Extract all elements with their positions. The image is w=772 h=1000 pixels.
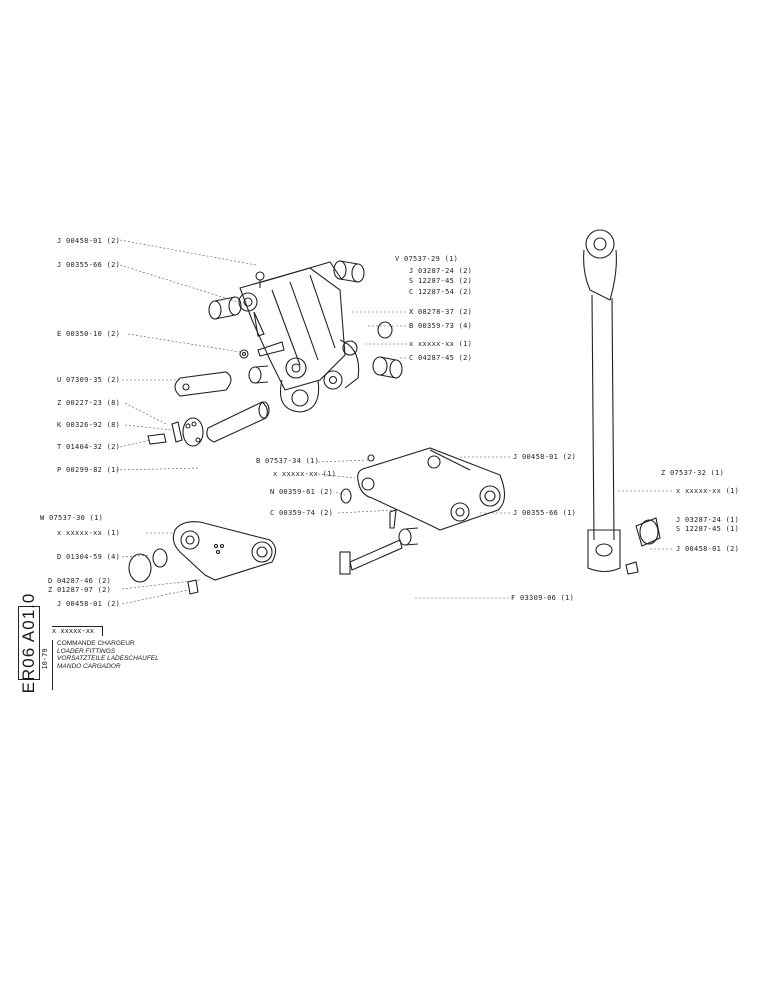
- part-label: C 04287-45 (2): [409, 354, 473, 362]
- part-label: Z 07537-32 (1): [661, 469, 725, 477]
- part-label: B 07537-34 (1): [256, 457, 320, 465]
- title-ref: x xxxxx-xx: [52, 627, 95, 635]
- drawing-code: ER06 A01.0: [18, 592, 40, 694]
- part-label: V 07537-29 (1): [395, 255, 459, 263]
- part-label: D 01304-59 (4): [57, 553, 121, 561]
- part-label: S 12287-45 (2): [409, 277, 473, 285]
- part-label: C 12287-54 (2): [409, 288, 473, 296]
- title-ref-box: [52, 626, 103, 636]
- title-de: VORSATZTEILE LADESCHAUFEL: [57, 655, 159, 662]
- title-block: COMMANDE CHARGEUR LOADER FITTINGS VORSAT…: [52, 640, 193, 690]
- part-label: J 00458-01 (2): [57, 237, 121, 245]
- part-label: T 01404-32 (2): [57, 443, 121, 451]
- part-label: Z 00227-23 (8): [57, 399, 121, 407]
- pin-plate: [147, 371, 270, 447]
- part-label: K 00326-92 (8): [57, 421, 121, 429]
- part-label: N 00359-61 (2): [270, 488, 334, 496]
- part-label: J 00458-01 (2): [676, 545, 740, 553]
- part-label: x xxxxx-xx (1): [273, 470, 337, 478]
- part-label: S 12287-45 (1): [676, 525, 740, 533]
- part-label: J 03287-24 (2): [409, 267, 473, 275]
- part-label: X 08278-37 (2): [409, 308, 473, 316]
- title-en: LOADER FITTINGS: [57, 647, 116, 655]
- part-label: J 00458-01 (2): [57, 600, 121, 608]
- cylinder-rod: [583, 229, 661, 575]
- title-fr: COMMANDE CHARGEUR: [57, 640, 135, 647]
- leader-lines: [115, 239, 674, 605]
- upper-bracket: [238, 261, 360, 413]
- part-label: x xxxxx-xx (1): [57, 529, 121, 537]
- part-label: J 00458-01 (2): [513, 453, 577, 461]
- part-label: Z 01287-07 (2): [48, 586, 112, 594]
- part-label: x xxxxx-xx (1): [409, 340, 473, 348]
- part-label: U 07309-35 (2): [57, 376, 121, 384]
- part-label: C 00359-74 (2): [270, 509, 334, 517]
- part-label: E 00350-10 (2): [57, 330, 121, 338]
- lower-arm: [128, 521, 277, 595]
- part-label: B 00359-73 (4): [409, 322, 473, 330]
- part-label: J 00355-66 (2): [57, 261, 121, 269]
- middle-link: [339, 447, 506, 575]
- part-label: D 04287-46 (2): [48, 577, 112, 585]
- part-label: J 00355-66 (1): [513, 509, 577, 517]
- part-label: x xxxxx-xx (1): [676, 487, 740, 495]
- part-label: J 03287-24 (1): [676, 516, 740, 524]
- part-label: F 03309-06 (1): [511, 594, 575, 602]
- part-label: W 07537-30 (1): [40, 514, 104, 522]
- part-label: P 00299-82 (1): [57, 466, 121, 474]
- upper-bushings: [208, 260, 403, 384]
- title-es: MANDO CARGADOR: [57, 662, 121, 670]
- drawing-date: 10-79: [41, 648, 49, 670]
